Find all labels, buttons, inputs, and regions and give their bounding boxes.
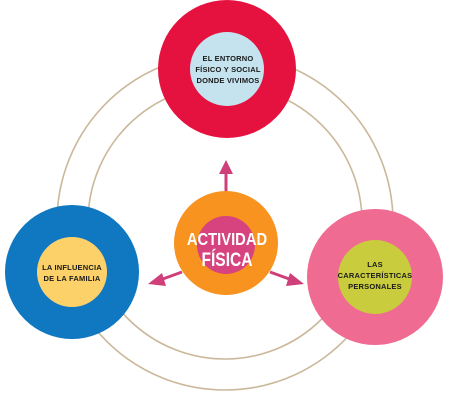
node-caracteristicas-inner: [338, 240, 412, 314]
node-familia-line2: DE LA FAMILIA: [44, 274, 101, 283]
node-entorno-line2: FÍSICO Y SOCIAL: [195, 65, 260, 74]
node-familia-line1: LA INFLUENCIA: [42, 263, 102, 272]
node-familia-inner: [37, 237, 107, 307]
arrow-to-top: [219, 160, 233, 192]
node-caracteristicas-line2: CARACTERÍSTICAS: [338, 271, 413, 280]
arrow-to-right: [269, 270, 304, 286]
node-caracteristicas-line1: LAS: [367, 260, 383, 269]
node-entorno-inner: [190, 32, 264, 106]
arrow-to-left: [148, 270, 183, 286]
node-entorno-line3: DONDE VIVIMOS: [196, 76, 259, 85]
node-entorno: EL ENTORNO FÍSICO Y SOCIAL DONDE VIVIMOS: [158, 0, 296, 138]
node-familia: LA INFLUENCIA DE LA FAMILIA: [5, 205, 139, 339]
node-caracteristicas: LAS CARACTERÍSTICAS PERSONALES: [307, 209, 443, 345]
center-inner: [197, 216, 255, 274]
node-caracteristicas-line3: PERSONALES: [348, 282, 402, 291]
center-title-line2: FÍSICA: [201, 249, 252, 271]
node-entorno-line1: EL ENTORNO: [203, 54, 254, 63]
center-title-line1: ACTIVIDAD: [187, 230, 267, 250]
node-actividad-fisica: ACTIVIDAD FÍSICA: [174, 191, 278, 295]
